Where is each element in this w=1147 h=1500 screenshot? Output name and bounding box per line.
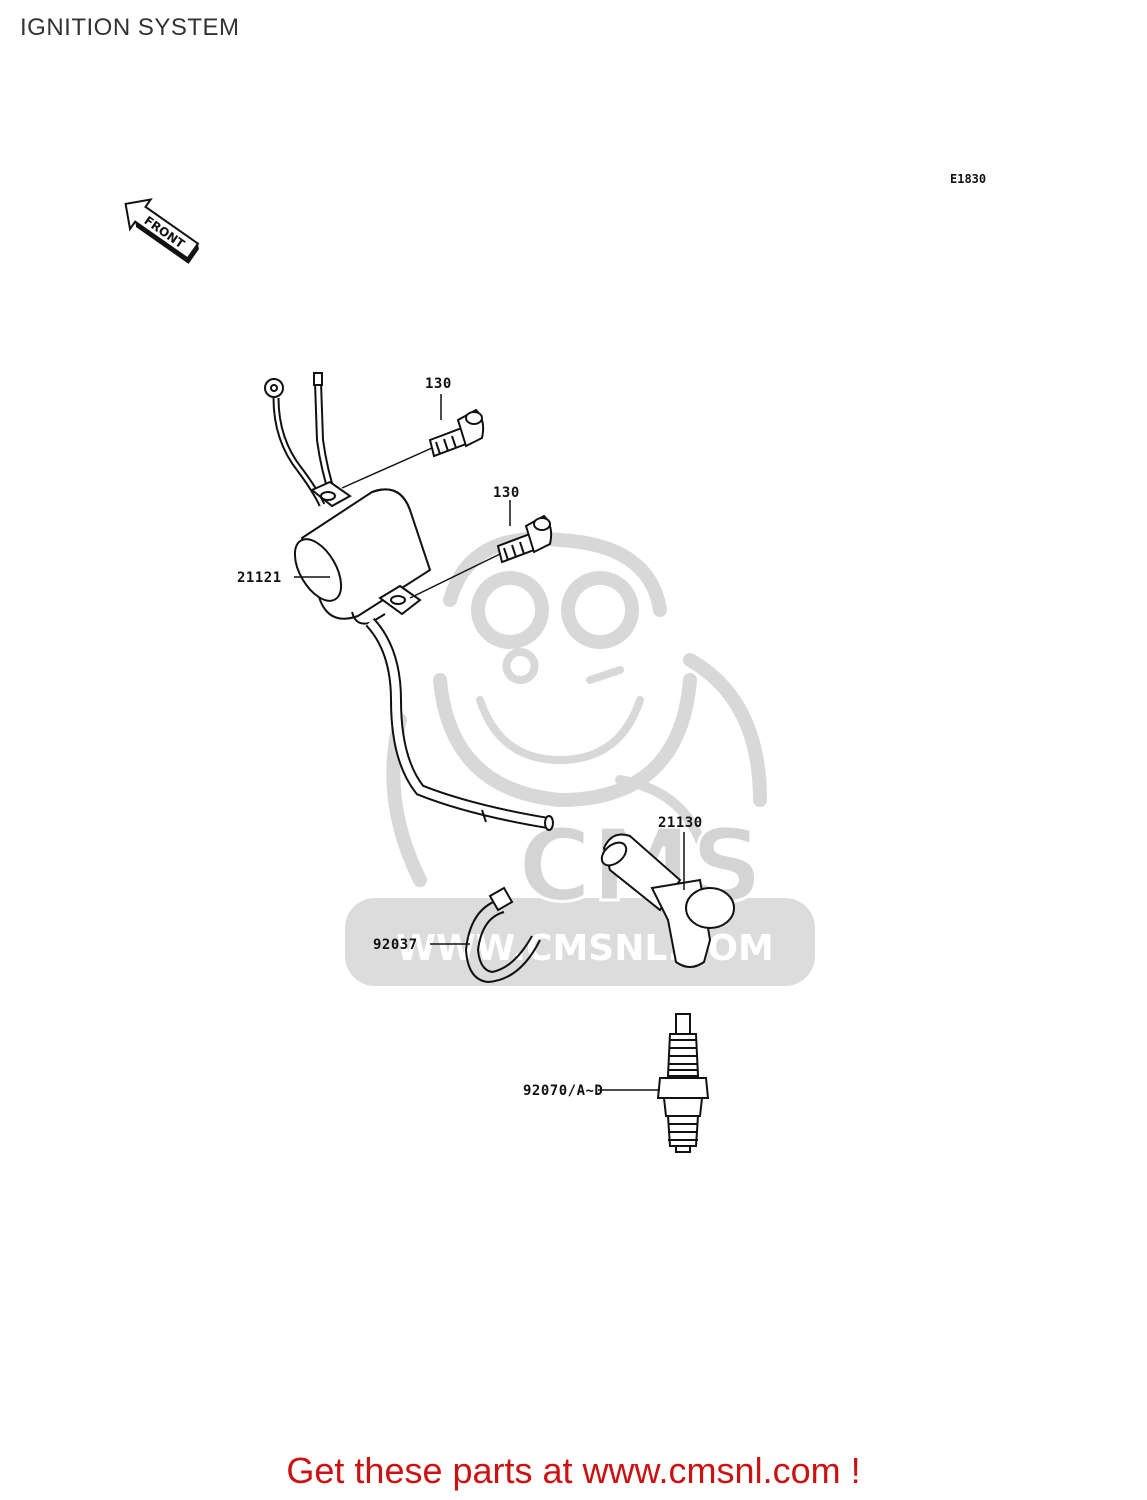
- front-arrow-icon: FRONT: [124, 198, 200, 264]
- label-130-lower: 130: [493, 485, 520, 501]
- ignition-coil: [264, 372, 554, 831]
- watermark-url: WWW.CMSNL.COM: [396, 928, 774, 969]
- diagram-code: E1830: [950, 172, 987, 186]
- bolt-lower: [496, 514, 553, 564]
- bolt-upper: [428, 408, 485, 458]
- spark-plug-cap: [600, 833, 735, 968]
- watermark-logo: CMS WWW.CMSNL.COM: [345, 806, 815, 986]
- leader-lines: [294, 394, 685, 1091]
- footer-link[interactable]: Get these parts at www.cmsnl.com !: [0, 1450, 1147, 1492]
- label-21130: 21130: [658, 815, 703, 831]
- label-130-upper: 130: [425, 376, 452, 392]
- label-92070: 92070/A~D: [523, 1083, 604, 1099]
- label-92037: 92037: [373, 937, 418, 953]
- clamp: [464, 886, 541, 984]
- page-title: IGNITION SYSTEM: [20, 14, 240, 41]
- label-21121: 21121: [237, 570, 282, 586]
- footer-link-text: Get these parts at www.cmsnl.com !: [286, 1450, 861, 1491]
- spark-plug: [656, 1013, 710, 1153]
